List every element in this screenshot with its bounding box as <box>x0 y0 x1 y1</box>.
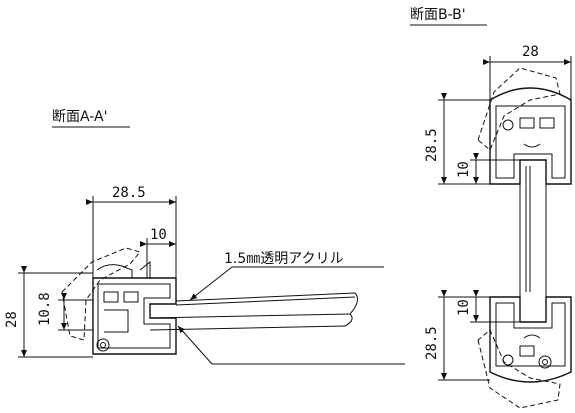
section-bb-bottom-open-position <box>477 329 561 409</box>
dim-bb-height-bottom: 28.5 <box>424 290 490 381</box>
section-bb-title: 断面B-B' <box>410 7 466 23</box>
section-aa-acrylic-panel <box>175 292 356 306</box>
section-aa: 断面A-A' <box>4 109 405 365</box>
dim-aa-lip: 10 <box>140 227 176 278</box>
section-bb-panel <box>519 160 547 298</box>
section-bb-bottom-frame <box>489 296 572 383</box>
dim-bb-height-bottom-label: 28.5 <box>424 326 440 360</box>
section-aa-open-position <box>61 247 141 341</box>
dim-bb-lip-top-label: 10 <box>456 161 472 178</box>
dim-aa-width-label: 28.5 <box>112 185 146 201</box>
callout-acrylic-label: 1.5㎜透明アクリル <box>224 251 344 267</box>
dim-bb-height-top-label: 28.5 <box>424 128 440 162</box>
dim-bb-width: 28 <box>483 44 572 100</box>
section-bb-top-frame <box>489 87 572 185</box>
dim-aa-width: 28.5 <box>86 185 177 278</box>
dim-bb-width-label: 28 <box>522 44 539 60</box>
dim-aa-lip-label: 10 <box>150 227 167 243</box>
section-aa-title: 断面A-A' <box>52 109 107 125</box>
dim-aa-inner: 28 10.8 10.8 <box>37 292 93 331</box>
dim-aa-height: 28 <box>4 266 93 358</box>
dim-bb-lip-bottom: 10 <box>456 290 520 323</box>
section-aa-frame-profile <box>92 260 177 355</box>
dim-bb-lip-bottom-label: 10 <box>456 299 472 316</box>
dim-bb-height-top: 28.5 <box>424 93 490 185</box>
callout-acrylic: 1.5㎜透明アクリル <box>189 251 384 301</box>
section-bb: 断面B-B' 28 <box>410 7 572 409</box>
dim-aa-height-label: 28 <box>4 311 20 328</box>
callout-styrofoam <box>177 325 405 365</box>
dim-aa-inner-label-a: 10.8 <box>37 292 53 326</box>
section-bb-top-open-position <box>477 67 561 151</box>
dim-bb-lip-top: 10 <box>456 153 520 184</box>
